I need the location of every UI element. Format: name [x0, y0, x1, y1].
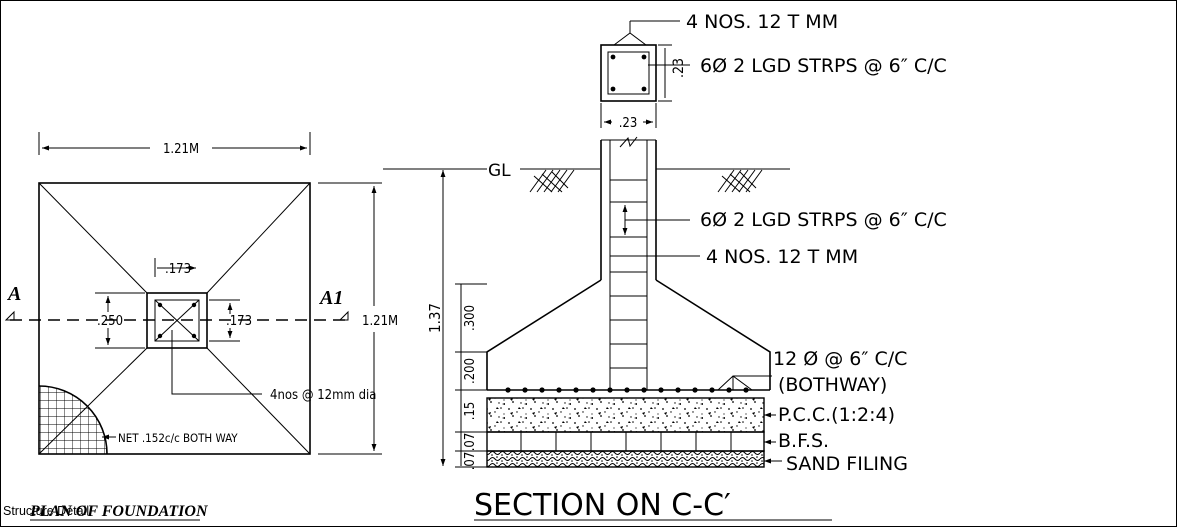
pcc-layer [486, 397, 765, 433]
plan-col-dim-right: .173 [226, 314, 252, 329]
depth-5: .07 [463, 452, 478, 471]
depth-2: .200 [463, 358, 478, 384]
ground-label: GL [488, 161, 511, 181]
net-hatch [38, 385, 108, 455]
column-cross-section: 4 NOS. 12 T MM .23 6Ø 2 LGD STRPS @ 6″ C… [600, 11, 947, 131]
column-side-dim: .23 [671, 58, 687, 78]
column-width-dim: .23 [619, 116, 638, 131]
drawing-caption: Structure Detail [3, 504, 89, 518]
section-stirrups: 6Ø 2 LGD STRPS @ 6″ C/C [700, 209, 947, 231]
bfs-label: B.F.S. [778, 430, 829, 452]
depth-4: .07 [463, 433, 478, 452]
plan-rebar-note: 4nos @ 12mm dia [270, 388, 376, 403]
plan-net-note: NET .152c/c BOTH WAY [118, 431, 238, 445]
plan-title: PLAN OF FOUNDATION [29, 503, 209, 520]
plan-col-dim-left: .250 [97, 314, 123, 329]
base-rebars [505, 387, 749, 393]
section-mark-right: A1 [318, 287, 343, 309]
sand-label: SAND FILING [786, 453, 908, 475]
base-bars-note: (BOTHWAY) [778, 374, 887, 396]
plan-col-dim-top: .173 [165, 262, 191, 277]
plan-view: 1.21M A A1 .173 .250 [4, 132, 398, 521]
depth-total: 1.37 [426, 303, 444, 333]
pcc-label: P.C.C.(1:2:4) [778, 404, 895, 426]
section-view: GL 6Ø 2 LGD STRPS @ 6″ C/C 4 NOS. 12 T M… [383, 136, 947, 523]
column-main-bars: 4 NOS. 12 T MM [686, 11, 838, 33]
section-main-bars: 4 NOS. 12 T MM [706, 246, 858, 268]
plan-width-dim: 1.21M [163, 142, 199, 157]
depth-3: .15 [463, 402, 478, 421]
section-title: SECTION ON C-C′ [474, 488, 731, 523]
depth-1: .300 [463, 305, 478, 331]
plan-height-dim: 1.21M [362, 314, 398, 329]
column-stirrups: 6Ø 2 LGD STRPS @ 6″ C/C [700, 55, 947, 77]
base-bars-label: 12 Ø @ 6″ C/C [773, 348, 907, 370]
section-mark-left: A [6, 283, 21, 305]
footing-outline [38, 182, 311, 455]
sand-layer [486, 450, 765, 468]
